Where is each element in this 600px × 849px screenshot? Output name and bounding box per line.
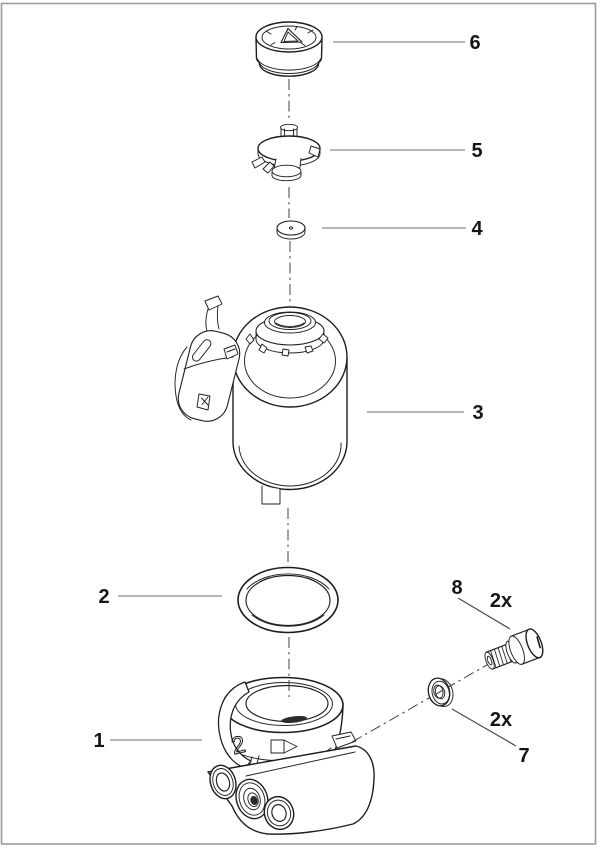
centerline-washer-dash [435,689,444,695]
cast-mark: 2 [229,731,248,760]
callout-3: 3 [472,402,483,424]
callout-8: 8 [451,577,462,599]
cup-front-tab [270,739,285,754]
connector-clip-upper [223,344,239,360]
impeller-nut [280,123,298,132]
plug-slot [536,636,541,649]
callout-2: 2 [98,586,109,608]
part-3-side-connector [174,295,241,422]
centerline-diagonal [351,657,501,743]
part-4-washer-disc [276,220,306,240]
part-3-canister-housing [174,295,348,505]
canister-bottom-notch [261,485,281,505]
part-8-screw-plug [481,627,544,677]
callout-7: 7 [518,745,529,767]
plug-head [525,628,544,659]
impeller-tab [308,145,321,158]
part-1-housing-base: 2 [207,676,375,835]
impeller-blade [262,161,275,174]
callout-4: 4 [471,218,483,240]
part-2-o-ring [237,566,339,634]
port-3 [263,795,295,831]
connector-slot [191,339,212,362]
callout-5: 5 [471,140,482,162]
part-6-cover-cap [255,21,323,77]
leader-7 [451,708,517,747]
callout-6: 6 [469,32,480,54]
callout-labels: 6 5 4 3 2 1 8 2x 7 2x [93,32,529,767]
plug-threads [490,644,512,668]
bayonet-lugs [245,333,329,357]
canister-neck-bore [274,315,306,328]
leader-8 [457,597,511,630]
centerline-vertical [287,79,291,697]
port-1 [209,764,237,800]
leader-lines [110,41,517,747]
callout-1: 1 [93,730,104,752]
impeller-blade [251,156,266,169]
callout-8-qty: 2x [490,590,512,612]
part-5-impeller [251,123,321,182]
port-2 [235,778,269,820]
callout-7-qty: 2x [490,709,512,731]
